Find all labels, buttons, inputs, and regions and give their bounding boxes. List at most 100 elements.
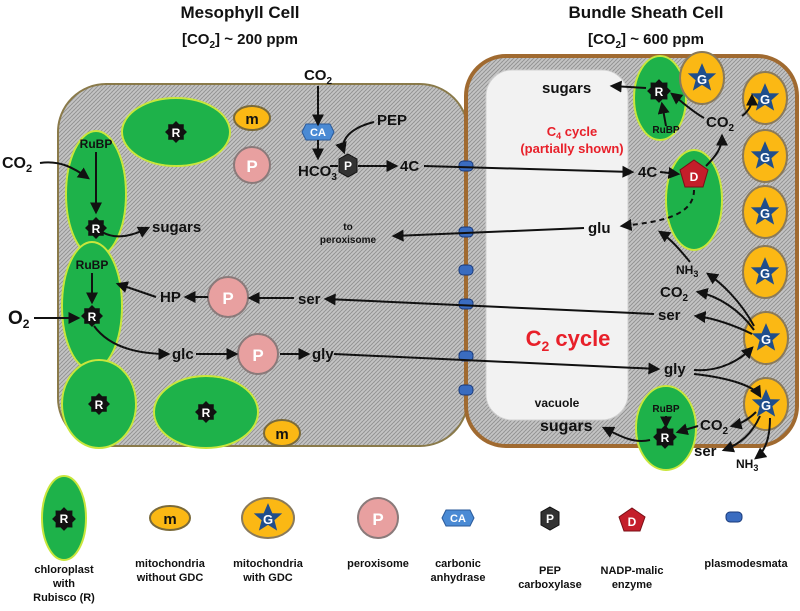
rubp-label: RuBP xyxy=(76,258,109,272)
svg-text:P: P xyxy=(344,159,352,173)
bundle-four-c-label: 4C xyxy=(638,164,657,181)
bundle-ser-bottom-label: ser xyxy=(694,443,717,460)
svg-text:R: R xyxy=(655,85,664,99)
bundle-sugars-label: sugars xyxy=(542,80,591,97)
mesophyll-chloroplast-top: R xyxy=(121,97,231,167)
svg-text:R: R xyxy=(172,126,181,140)
nh3-label: NH3 xyxy=(676,263,698,279)
svg-text:plasmodesmata: plasmodesmata xyxy=(704,558,788,570)
plasmodesma xyxy=(458,298,474,310)
ser-label: ser xyxy=(298,291,321,308)
nadp-malic-enzyme: D xyxy=(679,159,709,188)
four-c-label: 4C xyxy=(400,158,419,175)
ca-icon xyxy=(441,509,475,527)
svg-text:G: G xyxy=(761,398,771,413)
plasmodesma xyxy=(458,384,474,396)
gdc-mitochondrion: G xyxy=(743,377,789,431)
svg-text:CA: CA xyxy=(450,513,466,525)
svg-text:CA: CA xyxy=(310,127,326,139)
plasmodesma xyxy=(458,264,474,276)
svg-text:P: P xyxy=(252,346,263,365)
c4-cycle-label: C4 cycle xyxy=(547,124,598,141)
o2-input-label: O2 xyxy=(8,308,30,331)
peroxisome-icon xyxy=(357,497,399,539)
vacuole xyxy=(485,69,629,421)
gdc-mitochondrion: G xyxy=(742,245,788,299)
pep-label: PEP xyxy=(377,112,407,129)
svg-text:P: P xyxy=(546,512,554,526)
legend-plasmodesmata: plasmodesmata xyxy=(704,511,788,570)
mitochondrion-no-gdc: m xyxy=(263,419,301,447)
svg-text:m: m xyxy=(245,111,258,128)
carbonic-anhydrase: CA xyxy=(301,123,335,141)
mesophyll-chloroplast-mid-left: R RuBP xyxy=(61,241,123,371)
bundle-sheath-co2-conc: [CO2] ~ 600 ppm xyxy=(588,31,704,51)
mitochondrion-icon xyxy=(149,505,191,531)
bundle-co2-mid-label: CO2 xyxy=(660,284,689,304)
partially-shown-label: (partially shown) xyxy=(520,141,623,156)
svg-text:G: G xyxy=(263,512,273,527)
hco3-label: HCO3 xyxy=(298,163,337,183)
glc-label: glc xyxy=(172,346,194,363)
vacuole-label: vacuole xyxy=(535,396,580,410)
svg-text:R: R xyxy=(661,431,670,445)
svg-text:R: R xyxy=(92,222,101,236)
gly-label: gly xyxy=(312,346,334,363)
svg-text:R: R xyxy=(202,406,211,420)
legend-peroxisome: P peroxisome xyxy=(347,497,409,570)
peroxisome: P xyxy=(233,146,271,184)
bundle-co2-top-label: CO2 xyxy=(706,114,735,134)
svg-text:D: D xyxy=(628,515,637,529)
mitochondrion-no-gdc: m xyxy=(233,105,271,131)
svg-text:P: P xyxy=(372,510,383,529)
svg-text:G: G xyxy=(760,92,770,107)
hp-label: HP xyxy=(160,289,181,306)
sugars-label: sugars xyxy=(152,219,201,236)
svg-text:peroxisome: peroxisome xyxy=(347,558,409,570)
svg-text:G: G xyxy=(761,332,771,347)
rubp-label: RuBP xyxy=(80,137,113,151)
svg-text:G: G xyxy=(760,150,770,165)
svg-text:R: R xyxy=(95,398,104,412)
svg-text:P: P xyxy=(222,289,233,308)
gdc-mitochondrion: G xyxy=(743,311,789,365)
mesophyll-chloroplast-bottom-left: R xyxy=(61,359,137,449)
co2-input-label: CO2 xyxy=(2,155,32,175)
rubp-label: RuBP xyxy=(652,125,680,136)
rubp-label: RuBP xyxy=(652,404,680,415)
peroxisome: P xyxy=(207,276,249,318)
pathway-arrows xyxy=(34,80,771,460)
svg-text:D: D xyxy=(690,170,699,184)
svg-text:R: R xyxy=(60,512,69,526)
malic-enzyme-icon xyxy=(618,507,646,532)
pep-carboxylase: P xyxy=(338,153,358,178)
svg-text:G: G xyxy=(697,72,707,87)
svg-text:m: m xyxy=(275,426,288,443)
glu-label: glu xyxy=(588,220,611,237)
svg-text:G: G xyxy=(760,266,770,281)
bundle-co2-bottom-label: CO2 xyxy=(700,417,729,437)
pepc-icon xyxy=(540,506,560,531)
gdc-mitochondrion: G xyxy=(742,71,788,125)
bundle-nh3-bottom-label: NH3 xyxy=(736,457,758,473)
svg-text:G: G xyxy=(760,206,770,221)
bundle-sheath-title: Bundle Sheath Cell xyxy=(569,3,724,22)
mesophyll-co2-conc: [CO2] ~ 200 ppm xyxy=(182,31,298,51)
c2-cycle-label: C2 cycle xyxy=(526,326,611,354)
peroxisome: P xyxy=(237,333,279,375)
mesophyll-chloroplast-bottom: R xyxy=(153,375,259,449)
mesophyll-title: Mesophyll Cell xyxy=(180,3,299,22)
gdc-mitochondrion: G xyxy=(742,129,788,183)
